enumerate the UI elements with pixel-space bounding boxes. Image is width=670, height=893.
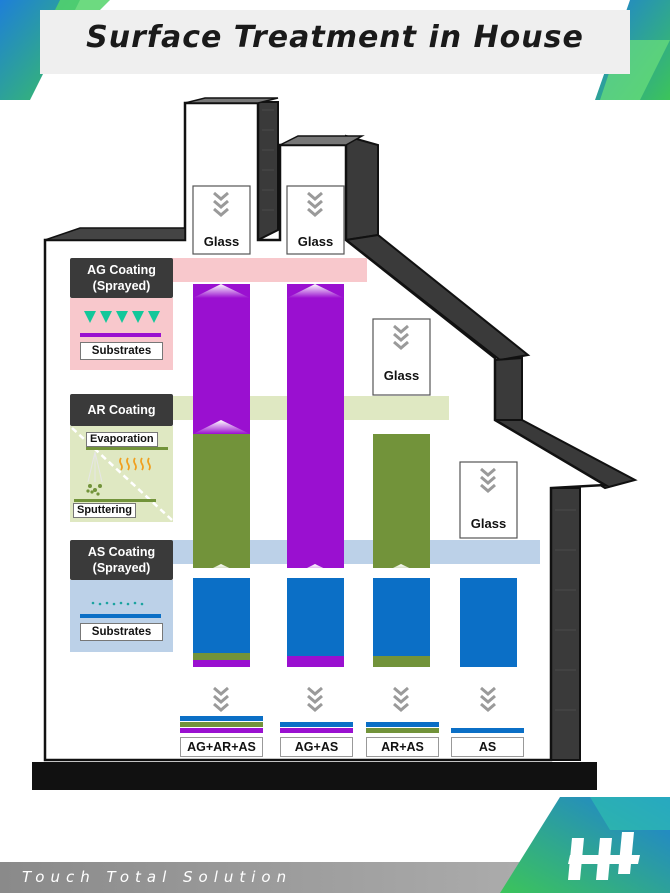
right-wall-side [550, 487, 581, 761]
as-coating-header: AS Coating (Sprayed) [70, 540, 173, 580]
spray-droplet-icons [84, 311, 160, 323]
company-logo-icon [568, 832, 640, 880]
as-coating-subtitle: (Sprayed) [92, 561, 151, 575]
chimney-top-left [184, 97, 279, 104]
glass-label-col4: Glass [470, 516, 507, 531]
sputtering-particle-icons [86, 484, 102, 496]
ag-coating-header: AG Coating (Sprayed) [70, 258, 173, 298]
col2-purple [287, 284, 344, 568]
ag-band [172, 258, 367, 282]
col1-purple [193, 284, 250, 434]
result-label-col4: AS [451, 737, 524, 757]
result-label-col2: AG+AS [280, 737, 353, 757]
evaporation-wave-icons [119, 457, 151, 471]
col3-blue [373, 578, 430, 656]
roof-left-top [44, 227, 186, 241]
chimney-right-side [345, 134, 379, 242]
evaporation-label: Evaporation [86, 432, 158, 447]
ag-coating-subtitle: (Sprayed) [92, 279, 151, 293]
col4-blue [460, 578, 517, 667]
col1-blue [193, 578, 250, 653]
ag-substrates-label: Substrates [80, 342, 163, 360]
as-coating-title: AS Coating [87, 545, 156, 559]
as-substrates-label: Substrates [80, 623, 163, 641]
ground-base [32, 762, 597, 790]
glass-label-col2: Glass [297, 234, 334, 249]
col1-green [193, 434, 250, 568]
eave-side [494, 356, 523, 421]
ar-coating-header: AR Coating [70, 394, 173, 426]
col2-blue [287, 578, 344, 656]
sputtering-label: Sputtering [73, 503, 136, 518]
title-banner [40, 10, 630, 74]
glass-label-col3: Glass [383, 368, 420, 383]
chimney-top-right [279, 135, 365, 146]
page-title: Surface Treatment in House [86, 20, 584, 55]
result-label-col3: AR+AS [366, 737, 439, 757]
arrow-down-icons [213, 191, 496, 712]
sputter-beam-lines [87, 451, 103, 483]
chimney-left-side [257, 101, 279, 242]
col3-green [373, 434, 430, 568]
ar-coating-title: AR Coating [87, 403, 156, 417]
as-spray-dot-icons [91, 601, 144, 606]
footer-tagline: Touch Total Solution [22, 868, 293, 886]
ag-coating-title: AG Coating [87, 263, 156, 277]
result-stacks [180, 716, 524, 733]
glass-label-col1: Glass [203, 234, 240, 249]
result-label-col1: AG+AR+AS [180, 737, 263, 757]
